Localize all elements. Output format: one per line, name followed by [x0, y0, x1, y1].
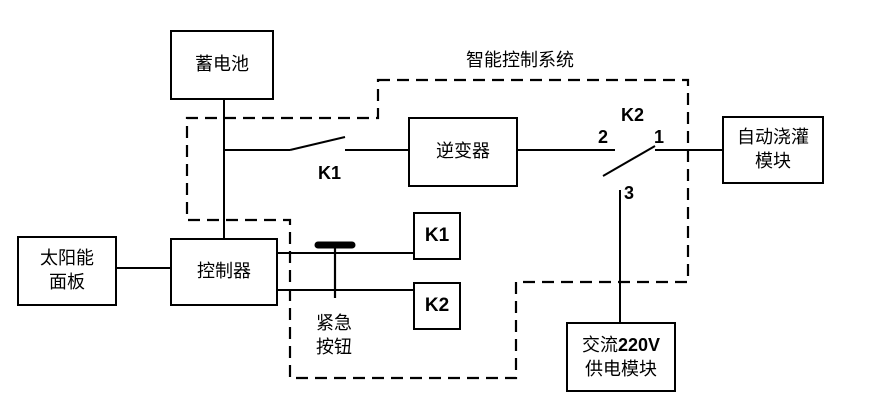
ac-supply-prefix: 交流 [581, 334, 618, 356]
solar-panel-box: 太阳能 面板 [17, 236, 117, 306]
solar-panel-label: 太阳能 面板 [40, 248, 94, 293]
switch-k2-pin2-label: 2 [598, 127, 609, 147]
ac-supply-voltage: 220V [617, 334, 661, 355]
switch-k2-pin3-label: 3 [624, 183, 635, 203]
controller-box: 控制器 [170, 238, 278, 306]
irrigation-module-label: 自动浇灌 模块 [737, 127, 809, 172]
relay-k1-label: K1 [424, 225, 450, 246]
inverter-box: 逆变器 [408, 117, 518, 187]
irrigation-module-box: 自动浇灌 模块 [722, 116, 824, 184]
switch-k2-pin1-label: 1 [654, 127, 665, 147]
emergency-button-label: 紧急 按钮 [316, 313, 352, 358]
smart-control-system-label: 智能控制系统 [466, 50, 574, 71]
battery-label: 蓄电池 [195, 54, 249, 75]
battery-box: 蓄电池 [170, 30, 274, 100]
switch-k1-label: K1 [318, 163, 342, 183]
ac-supply-line2: 供电模块 [585, 358, 657, 380]
switch-k2-label: K2 [621, 105, 645, 125]
relay-k2-box: K2 [413, 282, 461, 330]
ac-supply-box: 交流220V 供电模块 [566, 322, 676, 392]
relay-k1-box: K1 [413, 212, 461, 260]
smart-control-system-boundary [185, 78, 690, 380]
relay-k2-label: K2 [424, 295, 450, 316]
switch-k1-blade [289, 136, 346, 151]
controller-label: 控制器 [197, 261, 251, 282]
inverter-label: 逆变器 [436, 141, 490, 162]
switch-k2-blade [602, 145, 656, 177]
ac-supply-line1: 交流220V [582, 333, 660, 358]
